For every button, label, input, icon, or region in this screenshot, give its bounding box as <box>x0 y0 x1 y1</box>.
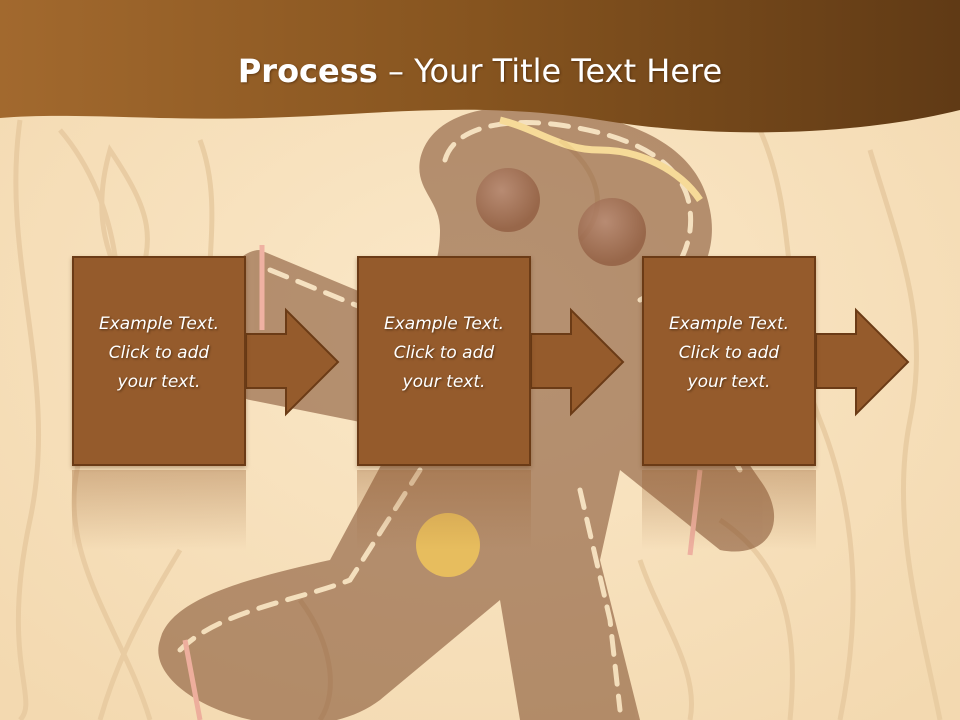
slide-title: Process – Your Title Text Here <box>0 52 960 90</box>
arrow-1 <box>245 307 340 417</box>
step-1-line-1: Example Text. <box>98 314 220 334</box>
arrow-2 <box>530 307 625 417</box>
step-box-1[interactable]: Example Text. Click to add your text. <box>72 256 246 466</box>
step-2-line-1: Example Text. <box>383 314 505 334</box>
title-bold: Process <box>237 52 378 90</box>
step-box-3[interactable]: Example Text. Click to add your text. <box>642 256 816 466</box>
step-3-line-1: Example Text. <box>668 314 790 334</box>
header-band <box>0 0 960 133</box>
gingerbread-button <box>416 513 480 577</box>
step-2-line-3: your text. <box>402 372 486 392</box>
step-1-line-2: Click to add <box>108 343 210 363</box>
step-2-line-2: Click to add <box>393 343 495 363</box>
step-text-3: Example Text. Click to add your text. <box>644 310 814 397</box>
gingerbread-eye-right <box>578 198 646 266</box>
step-3-line-2: Click to add <box>678 343 780 363</box>
step-3-line-3: your text. <box>687 372 771 392</box>
step-box-2[interactable]: Example Text. Click to add your text. <box>357 256 531 466</box>
step-text-2: Example Text. Click to add your text. <box>359 310 529 397</box>
step-1-line-3: your text. <box>117 372 201 392</box>
step-text-1: Example Text. Click to add your text. <box>74 310 244 397</box>
title-rest: – Your Title Text Here <box>377 52 723 90</box>
gingerbread-eye-left <box>476 168 540 232</box>
arrow-3 <box>815 307 910 417</box>
